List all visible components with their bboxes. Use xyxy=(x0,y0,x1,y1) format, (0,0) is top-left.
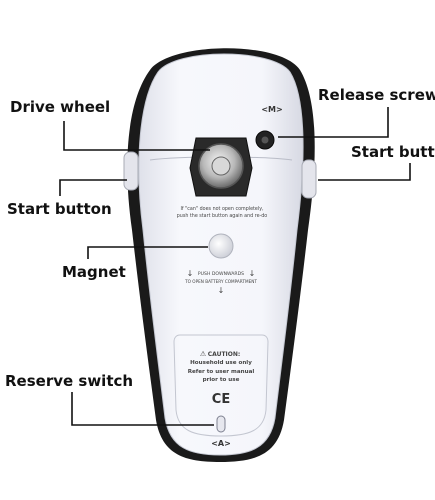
push-arrow-center-icon: ↓ xyxy=(218,286,225,295)
label-release-screw: Release screw xyxy=(318,86,435,104)
instruction-line-2: push the start button again and re-do xyxy=(177,213,268,219)
start-button-right-leader xyxy=(318,163,411,181)
label-drive-wheel: Drive wheel xyxy=(10,98,110,116)
battery-cover-outline xyxy=(173,334,269,437)
top-mark: <M> xyxy=(261,105,282,114)
label-reserve-switch: Reserve switch xyxy=(5,372,133,390)
reserve-switch-leader xyxy=(71,392,214,426)
push-line-2: TO OPEN BATTERY COMPARTMENT xyxy=(184,279,257,284)
caution-line-3: prior to use xyxy=(203,377,240,383)
caution-line-2: Refer to user manual xyxy=(188,369,255,375)
label-start-button-left: Start button xyxy=(7,200,112,218)
caution-warning-icon: ⚠ xyxy=(200,350,207,358)
reserve-switch[interactable] xyxy=(216,415,226,433)
label-magnet: Magnet xyxy=(62,263,126,281)
push-arrow-right-icon: ↓ xyxy=(249,269,256,278)
instruction-line-1: If "can" does not open completely, xyxy=(180,206,264,212)
release-screw-center xyxy=(261,136,269,144)
drive-wheel-leader xyxy=(63,121,210,151)
magnet-leader xyxy=(87,246,208,259)
start-button-left-leader xyxy=(59,179,127,196)
push-line-1: PUSH DOWNWARDS xyxy=(198,271,244,277)
start-button-left[interactable] xyxy=(123,151,139,191)
label-start-button-right: Start button xyxy=(351,143,435,161)
bottom-mark: <A> xyxy=(211,439,231,448)
start-button-right[interactable] xyxy=(301,159,317,199)
ce-mark: CE xyxy=(212,392,230,407)
magnet xyxy=(208,233,234,259)
release-screw-leader xyxy=(278,107,389,138)
push-arrow-left-icon: ↓ xyxy=(187,269,194,278)
caution-line-1: Household use only xyxy=(190,360,252,366)
drive-wheel-hub xyxy=(211,156,231,176)
caution-title: CAUTION: xyxy=(208,351,241,358)
